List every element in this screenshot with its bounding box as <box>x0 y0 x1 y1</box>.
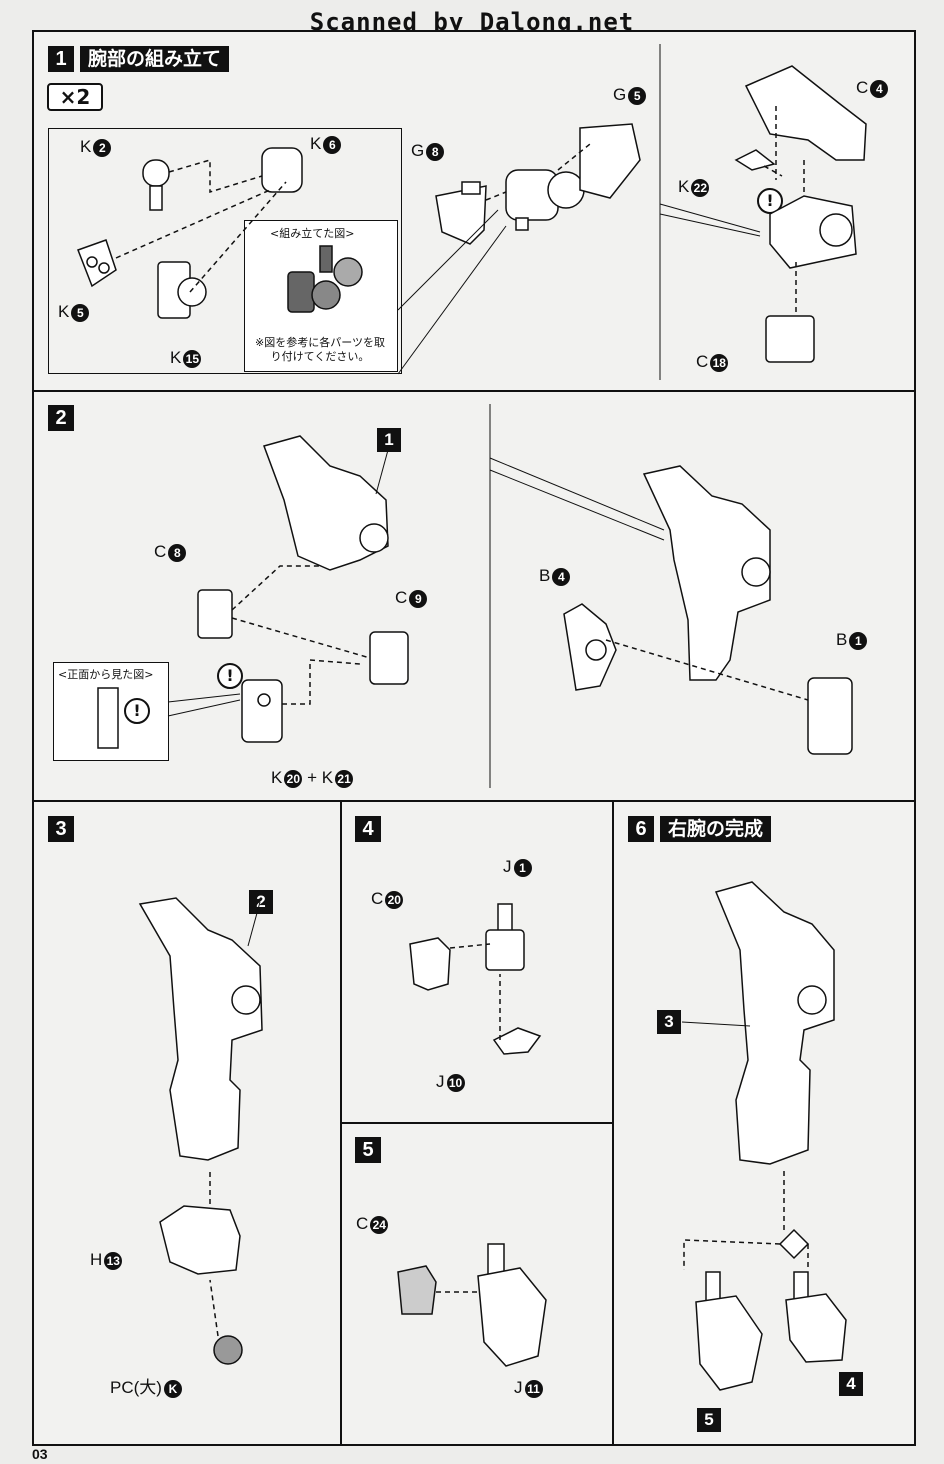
step1-title: 腕部の組み立て <box>80 46 230 72</box>
part-arm-core <box>505 169 585 231</box>
step6-ref-step5: 5 <box>697 1408 721 1432</box>
page-number: 03 <box>32 1446 48 1462</box>
step6-title: 右腕の完成 <box>660 816 772 842</box>
attention-icon: ! <box>217 663 243 689</box>
part-front-view <box>97 687 119 749</box>
part-k5 <box>77 239 117 288</box>
part-upper-arm-1 <box>769 195 857 269</box>
step2-ref-step1: 1 <box>377 428 401 452</box>
step6-ref-step3: 3 <box>657 1010 681 1034</box>
assembled-inset-part <box>287 245 363 313</box>
part-k2 <box>142 159 170 211</box>
part-upper-arm-step2 <box>642 465 771 681</box>
step4-number: 4 <box>355 816 381 842</box>
step6-number: 6 <box>628 816 654 842</box>
part-j10 <box>492 1027 542 1055</box>
part-k15 <box>157 261 207 319</box>
part-j11-hand <box>477 1243 547 1367</box>
part-c4 <box>744 65 867 161</box>
step1-number: 1 <box>48 46 74 72</box>
step6-ref-step4: 4 <box>839 1372 863 1396</box>
part-c8 <box>197 589 233 639</box>
part-arm-step3 <box>138 897 263 1161</box>
part-g5 <box>579 123 641 199</box>
part-k6 <box>261 147 303 193</box>
part-k22 <box>734 149 776 171</box>
part-c18 <box>765 315 815 363</box>
step1-inset-caption: <組み立てた図> <box>270 227 355 240</box>
step5-number: 5 <box>355 1137 381 1163</box>
step2-number: 2 <box>48 405 74 431</box>
part-hand-connector-diamond <box>778 1228 810 1260</box>
part-j1 <box>485 903 525 971</box>
step1-inset-note: ※図を参考に各パーツを取り付けてください。 <box>255 336 385 363</box>
attention-icon: ! <box>124 698 150 724</box>
part-b1 <box>807 677 853 755</box>
part-c20 <box>409 937 451 991</box>
part-hand-fist <box>785 1271 847 1363</box>
label-pc-large: PC(大)K <box>110 1378 182 1398</box>
attention-icon: ! <box>757 188 783 214</box>
part-pc-cap <box>213 1335 243 1365</box>
part-c24 <box>397 1265 437 1315</box>
part-shoulder-step2 <box>263 435 389 571</box>
step5-panel <box>340 1122 614 1446</box>
part-complete-arm <box>714 881 835 1165</box>
step3-ref-step2: 2 <box>249 890 273 914</box>
part-hand-open <box>695 1271 763 1391</box>
part-g8 <box>435 181 487 245</box>
step2-inset-caption: <正面から見た図> <box>58 668 154 681</box>
step1-multiplier: ×2 <box>47 83 103 111</box>
step1-parts-box <box>48 128 402 374</box>
part-k20-k21 <box>241 679 283 743</box>
part-h13 <box>159 1205 241 1275</box>
step3-number: 3 <box>48 816 74 842</box>
part-c9 <box>369 631 409 685</box>
part-b4 <box>563 603 617 691</box>
